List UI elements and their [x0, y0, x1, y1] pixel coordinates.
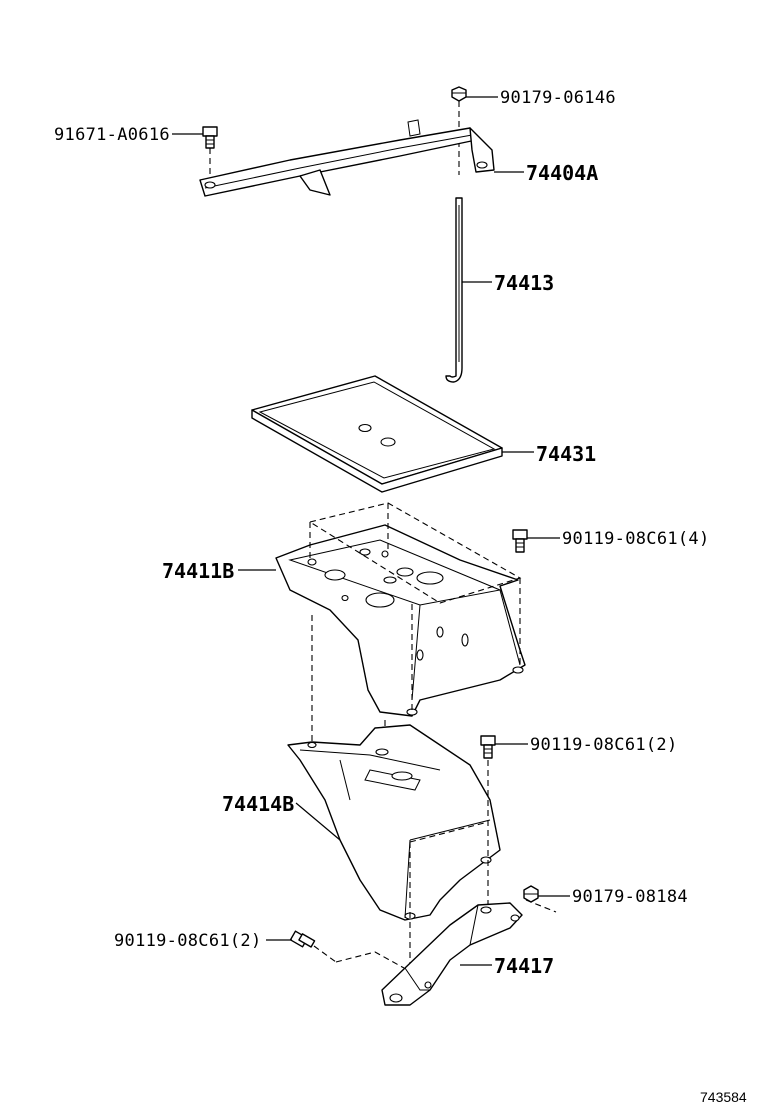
battery-carrier-74411B[interactable]	[275, 524, 526, 717]
nut-90179-08184[interactable]	[523, 885, 539, 903]
nut-08184-guide	[525, 899, 557, 913]
diagram-id: 743584	[700, 1089, 747, 1105]
label-74411B: 74411B	[162, 559, 234, 583]
battery-tray-74431[interactable]	[251, 375, 503, 493]
support-alignment-line	[409, 821, 489, 843]
bracket-74417[interactable]	[381, 902, 523, 1006]
nut-90179-06146[interactable]	[451, 86, 467, 102]
label-90179-08184: 90179-08184	[572, 887, 688, 907]
bolt-90119-08C61-4[interactable]	[512, 529, 528, 553]
label-74417: 74417	[494, 954, 554, 978]
bolt-90119-08C61-2-upper[interactable]	[480, 735, 496, 759]
label-74414B: 74414B	[222, 792, 294, 816]
label-74431: 74431	[536, 442, 596, 466]
leader-74414B	[295, 802, 341, 841]
label-90119-08C61-4: 90119-08C61(4)	[562, 529, 710, 549]
bracket-guide	[335, 951, 405, 969]
label-74413: 74413	[494, 271, 554, 295]
bolt-90119-08C61-2-lower[interactable]	[289, 930, 337, 963]
clamp-rod-74413[interactable]	[445, 197, 463, 383]
battery-clamp-74404A[interactable]	[199, 119, 495, 197]
bolt-91671-A0616[interactable]	[202, 126, 218, 149]
label-91671-A0616: 91671-A0616	[54, 125, 170, 145]
label-74404A: 74404A	[526, 161, 598, 185]
label-90179-06146: 90179-06146	[500, 88, 616, 108]
label-90119-08C61-2-upper: 90119-08C61(2)	[530, 735, 678, 755]
label-90119-08C61-2-lower: 90119-08C61(2)	[114, 931, 262, 951]
